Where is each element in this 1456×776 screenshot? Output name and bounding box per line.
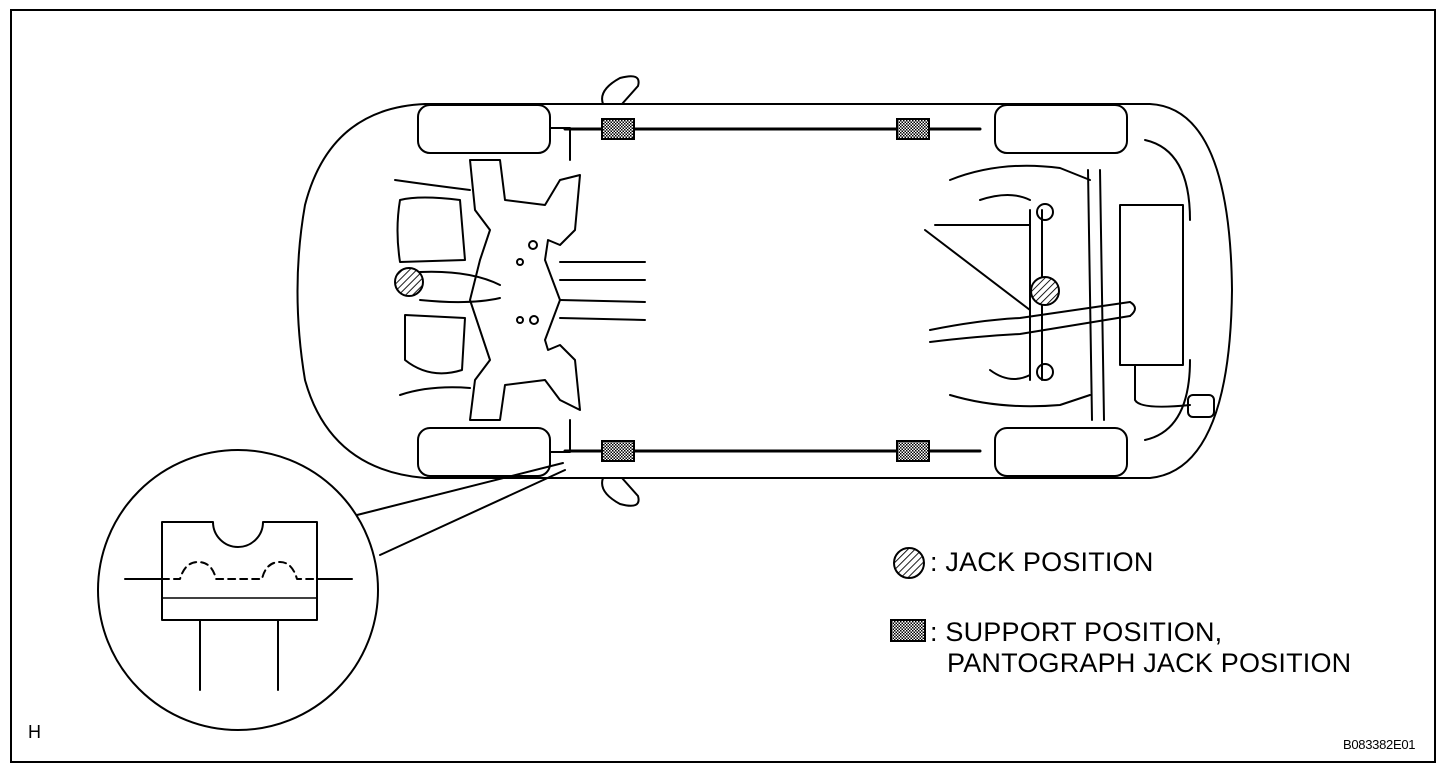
jack-position-icon bbox=[893, 547, 925, 579]
support-point-rear-left bbox=[601, 118, 635, 140]
callout-leader-upper bbox=[356, 462, 564, 516]
left-mirror bbox=[601, 75, 640, 105]
support-point-rear-right bbox=[601, 440, 635, 462]
legend-jack-label: : JACK POSITION bbox=[930, 547, 1154, 577]
detail-support-block bbox=[124, 521, 353, 691]
rear-suspension bbox=[394, 159, 646, 421]
front-left-wheel bbox=[994, 104, 1128, 154]
diagram-frame bbox=[10, 9, 1436, 763]
legend-support-label: : SUPPORT POSITION, bbox=[930, 617, 1223, 647]
callout-leader-lower bbox=[379, 469, 566, 556]
legend-support-label-line2: PANTOGRAPH JACK POSITION bbox=[947, 648, 1352, 678]
figure-code: B083382E01 bbox=[1343, 737, 1416, 752]
rear-right-wheel bbox=[417, 427, 551, 477]
support-point-front-left bbox=[896, 118, 930, 140]
corner-letter: H bbox=[28, 722, 41, 742]
rear-jack-point bbox=[394, 267, 424, 297]
right-mirror bbox=[601, 477, 640, 507]
support-point-front-right bbox=[896, 440, 930, 462]
support-position-icon bbox=[890, 619, 926, 642]
front-right-wheel bbox=[994, 427, 1128, 477]
front-suspension bbox=[924, 139, 1215, 441]
vehicle-body-outline bbox=[296, 103, 1233, 479]
rear-left-wheel bbox=[417, 104, 551, 154]
detail-magnifier-circle bbox=[97, 449, 379, 731]
front-jack-point bbox=[1030, 276, 1060, 306]
